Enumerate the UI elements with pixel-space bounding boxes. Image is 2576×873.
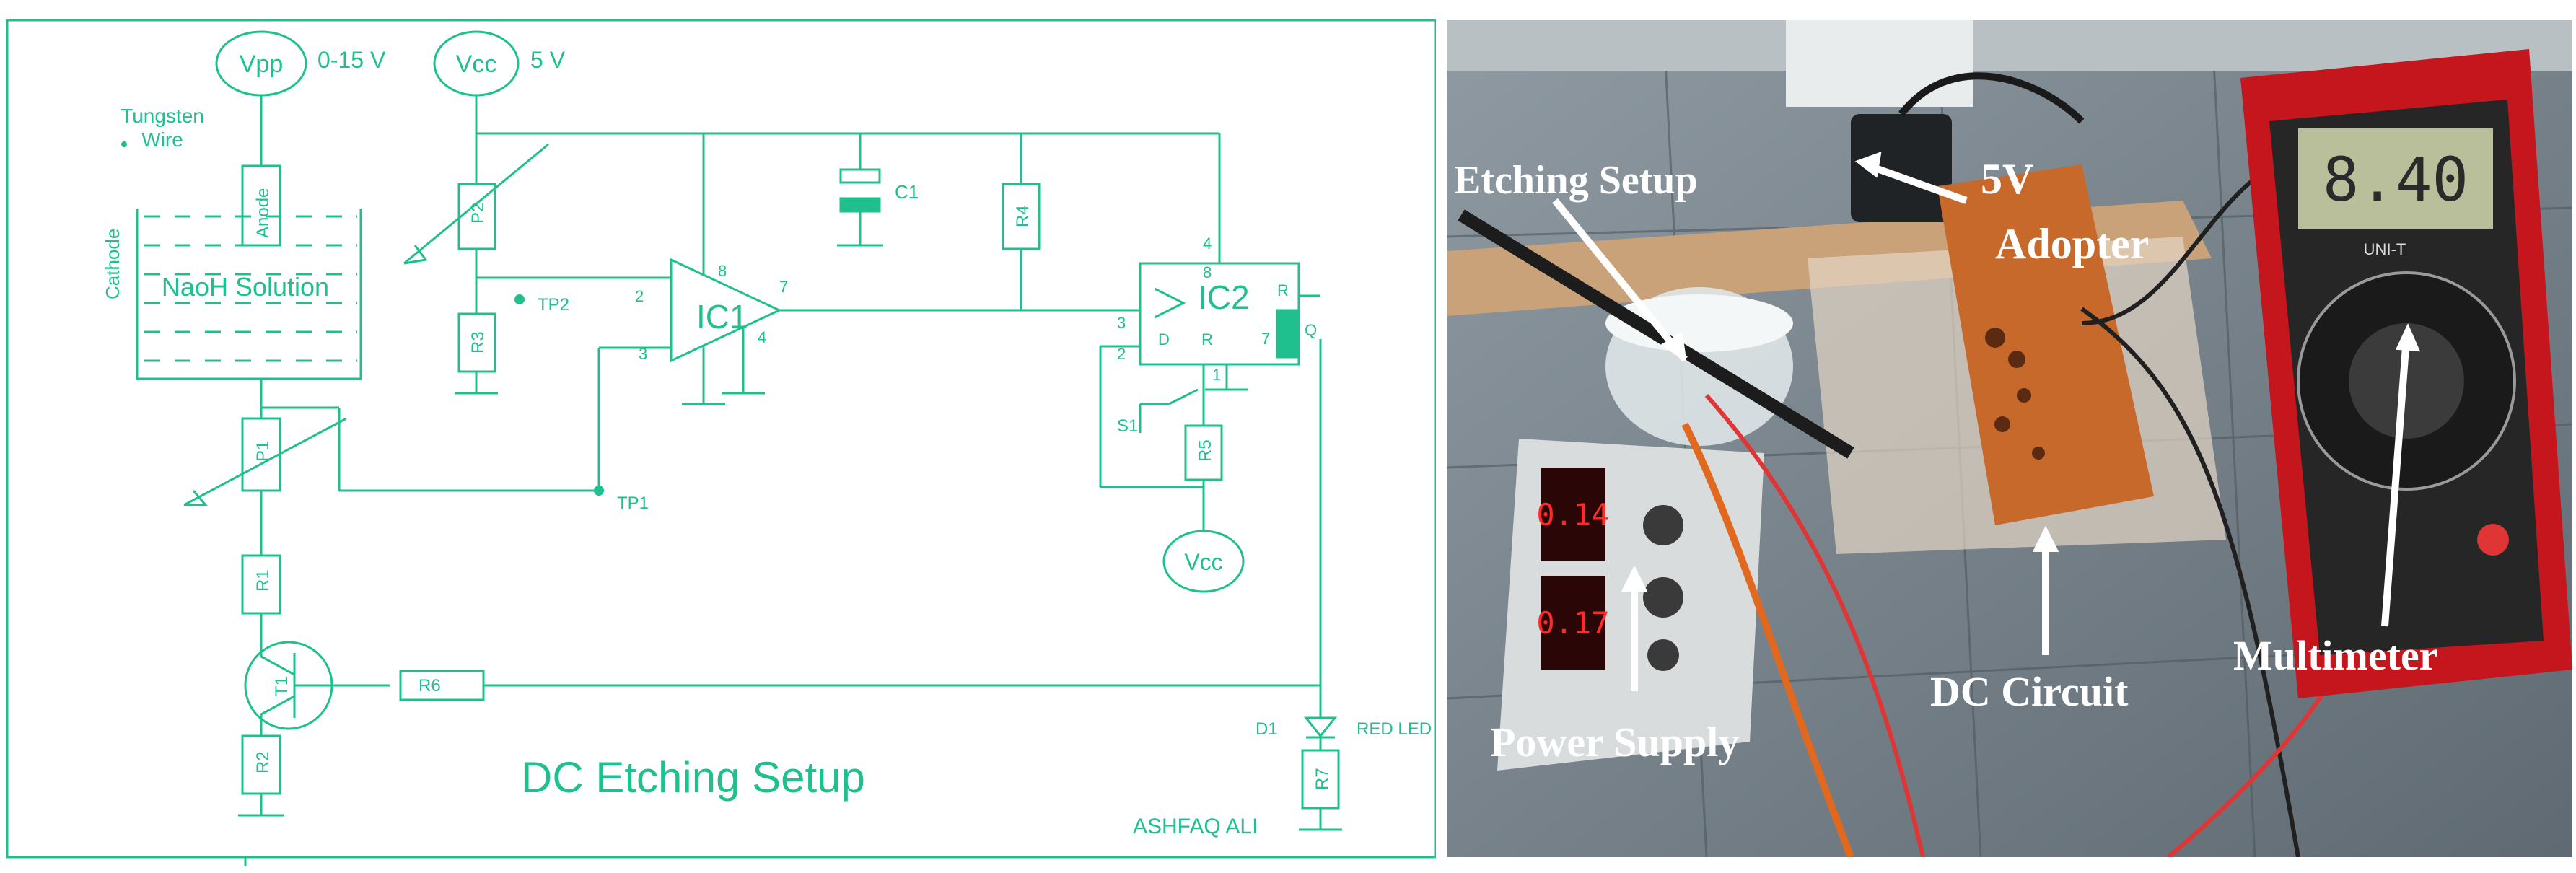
vcc-top-label: Vcc bbox=[456, 51, 497, 78]
red-led-label: RED LED bbox=[1357, 719, 1432, 739]
pcb-board bbox=[1937, 164, 2154, 525]
vcc-bottom-label: Vcc bbox=[1184, 549, 1222, 575]
ic1-opamp bbox=[670, 258, 782, 363]
psu-display-top: 0.14 bbox=[1536, 497, 1609, 532]
tp2-node bbox=[514, 294, 525, 304]
tungsten-label-1: Tungsten bbox=[121, 105, 204, 127]
r6-resistor bbox=[399, 670, 485, 701]
p1-label: P1 bbox=[253, 441, 273, 462]
ic2-pin: Q bbox=[1305, 321, 1317, 339]
tp1-label: TP1 bbox=[617, 493, 649, 513]
ic2-pin: 7 bbox=[1261, 330, 1270, 348]
label-adapter-2: Adopter bbox=[1995, 220, 2149, 268]
author-label: ASHFAQ ALI bbox=[1133, 815, 1258, 838]
solution-label: NaoH Solution bbox=[162, 272, 329, 302]
c1-capacitor bbox=[839, 168, 881, 184]
arrow-etching bbox=[1552, 198, 1688, 362]
schematic-title: DC Etching Setup bbox=[521, 753, 865, 802]
ic2-pin: D bbox=[1158, 330, 1170, 348]
r2-label: R2 bbox=[253, 751, 273, 773]
arrow-adapter bbox=[1864, 161, 1968, 204]
label-adapter-1: 5V bbox=[1981, 155, 2033, 203]
arrow-multimeter bbox=[2381, 337, 2410, 627]
r6-label: R6 bbox=[419, 676, 441, 696]
ic2-pin: 3 bbox=[1117, 314, 1126, 332]
ic2-label: IC2 bbox=[1198, 278, 1250, 316]
meter-brand: UNI-T bbox=[2364, 240, 2406, 258]
ic2-pin: 4 bbox=[1203, 234, 1212, 253]
r3-label: R3 bbox=[468, 331, 488, 354]
c1-label: C1 bbox=[895, 181, 919, 203]
etching-rod bbox=[1458, 209, 1854, 459]
cathode-label: Cathode bbox=[102, 229, 123, 299]
p1-arrow bbox=[183, 417, 347, 506]
d1-label: D1 bbox=[1256, 719, 1278, 739]
ic1-label: IC1 bbox=[696, 298, 748, 335]
t1-label: T1 bbox=[272, 676, 292, 696]
beaker bbox=[136, 209, 362, 380]
vpp-value: 0-15 V bbox=[317, 47, 386, 73]
ic1-pin: 3 bbox=[639, 345, 647, 363]
tungsten-label-2: Wire bbox=[141, 128, 183, 151]
psu-display-bottom: 0.17 bbox=[1536, 605, 1609, 641]
p2-label: P2 bbox=[468, 203, 488, 224]
adapter-body bbox=[1851, 114, 1952, 222]
r4-label: R4 bbox=[1013, 205, 1033, 227]
label-etching-setup: Etching Setup bbox=[1454, 158, 1698, 203]
multimeter-display bbox=[2298, 128, 2493, 229]
s1-label: S1 bbox=[1117, 416, 1138, 436]
tp1-node bbox=[594, 486, 604, 496]
p1-arrowhead bbox=[184, 490, 209, 506]
d1-led bbox=[1303, 716, 1338, 738]
anode-label: Anode bbox=[253, 188, 273, 238]
r1-label: R1 bbox=[253, 569, 273, 592]
r7-label: R7 bbox=[1313, 768, 1332, 790]
wall-socket bbox=[1786, 20, 1973, 107]
meter-reading: 8.40 bbox=[2323, 144, 2468, 215]
ic2-pin: 8 bbox=[1203, 263, 1212, 281]
vcc-bottom-source bbox=[1162, 530, 1245, 593]
ic1-pin: 7 bbox=[779, 278, 788, 296]
vpp-label: Vpp bbox=[240, 51, 284, 78]
schematic-frame bbox=[6, 19, 1436, 859]
p2-arrow bbox=[403, 143, 549, 265]
ic2-pin: R bbox=[1277, 281, 1289, 299]
vcc-top-value: 5 V bbox=[530, 47, 566, 73]
solution-lines bbox=[144, 215, 357, 362]
r5-label: R5 bbox=[1196, 439, 1215, 462]
ic1-pin: 4 bbox=[758, 328, 766, 346]
label-power-supply: Power Supply bbox=[1490, 719, 1739, 765]
ic1-pin: 2 bbox=[635, 287, 644, 305]
anode-electrode bbox=[241, 164, 281, 247]
label-multimeter: Multimeter bbox=[2233, 632, 2437, 679]
tp2-label: TP2 bbox=[538, 295, 569, 315]
lab-photo: 0.14 0.17 8.40 UNI-T Etching Setup 5V Ad… bbox=[1447, 20, 2572, 857]
ic2-pin: R bbox=[1201, 330, 1213, 348]
label-dc-circuit: DC Circuit bbox=[1930, 668, 2129, 715]
circuit-schematic: Vpp 0-15 V Vcc 5 V Tungsten Wire Cathode… bbox=[6, 19, 1436, 866]
ic1-pin: 8 bbox=[718, 262, 727, 280]
ic2-pin: 1 bbox=[1212, 366, 1221, 384]
ic2-pin: 2 bbox=[1117, 345, 1126, 363]
